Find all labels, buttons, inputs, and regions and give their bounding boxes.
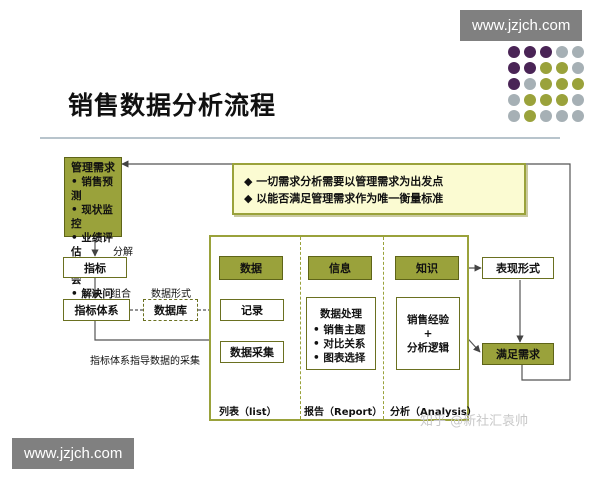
decor-dot [508, 62, 520, 74]
expression-form-box: 表现形式 [482, 257, 554, 279]
principles-box: ◆ 一切需求分析需要以管理需求为出发点 ◆ 以能否满足管理需求作为唯一衡量标准 [232, 163, 526, 215]
title-divider [40, 137, 560, 139]
caption-list: 列表（list） [219, 407, 277, 418]
panel-divider-1 [300, 237, 301, 419]
experience-logic-box: 销售经验 + 分析逻辑 [396, 297, 460, 370]
decompose-label: 分解 [113, 247, 133, 258]
management-item-3: 业绩评估 [71, 231, 115, 259]
satisfy-needs-box: 满足需求 [482, 343, 554, 365]
decor-dot [508, 46, 520, 58]
decor-dot [524, 46, 536, 58]
data-processing-box: 数据处理 销售主题对比关系图表选择 [306, 297, 376, 370]
decor-dot [540, 62, 552, 74]
decor-dot [556, 110, 568, 122]
combine-label: 组合 [111, 289, 131, 300]
decor-dot [556, 78, 568, 90]
record-box: 记录 [220, 299, 284, 321]
knowledge-box: 知识 [395, 256, 459, 280]
page-title: 销售数据分析流程 [68, 91, 277, 120]
decor-dot [508, 110, 520, 122]
processing-item-3: 图表选择 [313, 351, 369, 365]
decor-dot [572, 62, 584, 74]
experience-plus: + [423, 327, 433, 340]
decor-dot [524, 110, 536, 122]
indicator-box: 指标 [63, 257, 127, 278]
decorative-dot-grid [508, 46, 598, 126]
watermark-top: www.jzjch.com [460, 10, 583, 41]
data-collection-box: 数据采集 [220, 341, 284, 363]
decor-dot [572, 46, 584, 58]
experience-line-1: 销售经验 [407, 313, 449, 326]
decor-dot [540, 46, 552, 58]
management-items: 销售预测现状监控业绩评估发现机会解决问题 [71, 175, 115, 315]
processing-title: 数据处理 [320, 308, 362, 320]
caption-report: 报告（Report） [304, 407, 383, 418]
decor-dot [508, 78, 520, 90]
decor-dot [572, 94, 584, 106]
principle-2: ◆ 以能否满足管理需求作为唯一衡量标准 [244, 192, 444, 205]
experience-line-2: 分析逻辑 [407, 341, 449, 354]
data-box: 数据 [219, 256, 283, 280]
decor-dot [556, 94, 568, 106]
info-box: 信息 [308, 256, 372, 280]
processing-item-1: 销售主题 [313, 323, 369, 337]
indicator-system-box: 指标体系 [63, 299, 130, 321]
decor-dot [524, 78, 536, 90]
processing-items: 销售主题对比关系图表选择 [313, 323, 369, 365]
data-form-label: 数据形式 [151, 289, 191, 300]
decor-dot [508, 94, 520, 106]
decor-dot [524, 94, 536, 106]
decor-dot [572, 78, 584, 90]
decor-dot [540, 78, 552, 90]
panel-divider-2 [383, 237, 384, 419]
database-box: 数据库 [143, 299, 198, 321]
principle-1: ◆ 一切需求分析需要以管理需求为出发点 [244, 175, 444, 188]
processing-item-2: 对比关系 [313, 337, 369, 351]
management-needs-box: 管理需求 销售预测现状监控业绩评估发现机会解决问题 [64, 157, 122, 314]
decor-dot [540, 110, 552, 122]
decor-dot [556, 62, 568, 74]
decor-dot [540, 94, 552, 106]
decor-dot [572, 110, 584, 122]
management-heading: 管理需求 [71, 161, 115, 174]
arrow-system-to-collection [94, 321, 224, 353]
management-item-1: 销售预测 [71, 175, 115, 203]
management-item-2: 现状监控 [71, 203, 115, 231]
decor-dot [556, 46, 568, 58]
watermark-bottom: www.jzjch.com [12, 438, 135, 469]
guide-label: 指标体系指导数据的采集 [90, 356, 200, 367]
credit-text: 知乎 @新社汇袁帅 [420, 414, 529, 429]
caption-analysis: 分析（Analysis） [390, 407, 477, 418]
decor-dot [524, 62, 536, 74]
